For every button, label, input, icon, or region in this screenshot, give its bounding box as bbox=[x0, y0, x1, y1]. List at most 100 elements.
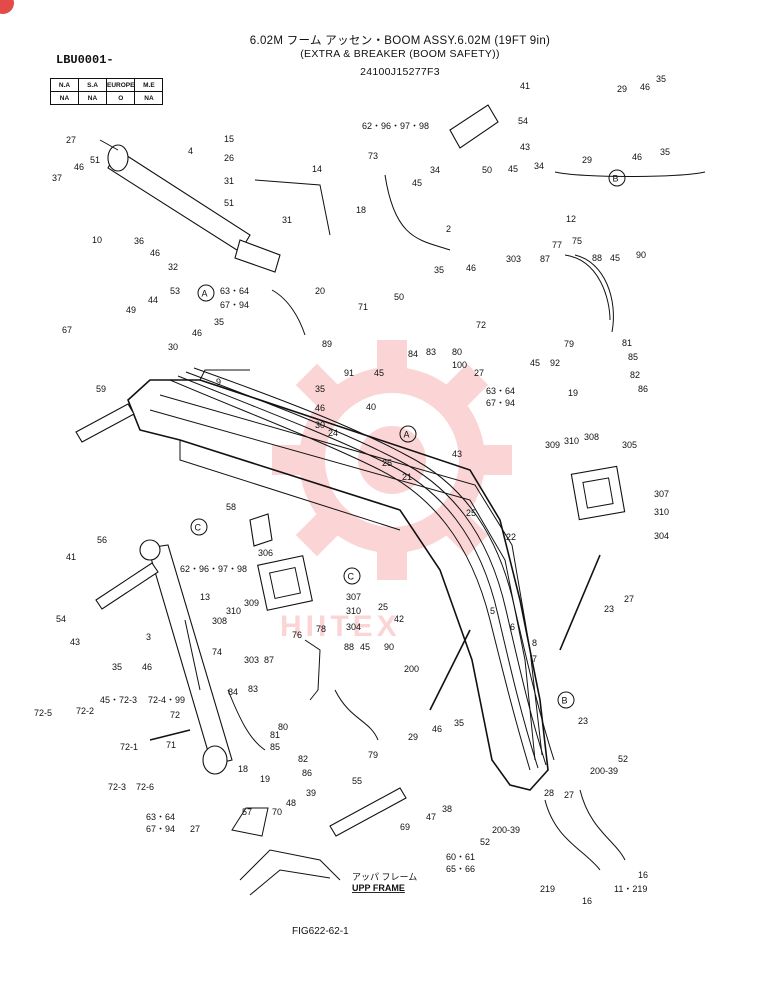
part-label-p2: 4 bbox=[188, 146, 193, 156]
part-label-p115: 88 bbox=[344, 642, 354, 652]
part-label-p124: 72-4・99 bbox=[148, 695, 185, 705]
part-label-p168: 28 bbox=[544, 788, 554, 798]
part-label-p19: 49 bbox=[126, 305, 136, 315]
part-label-p95: 56 bbox=[97, 535, 107, 545]
part-label-p149: 72-3 bbox=[108, 782, 126, 792]
part-label-p131: 71 bbox=[166, 740, 176, 750]
market-availability-table: N.A S.A EUROPE M.E NA NA O NA bbox=[50, 78, 164, 105]
part-label-p147: 52 bbox=[618, 754, 628, 764]
part-label-p40: 50 bbox=[482, 165, 492, 175]
part-label-p172: 16 bbox=[582, 896, 592, 906]
svg-text:C: C bbox=[348, 572, 355, 582]
part-label-p111: 13 bbox=[200, 592, 210, 602]
part-label-p123: 45・72-3 bbox=[100, 695, 137, 705]
part-label-p6: 14 bbox=[312, 164, 322, 174]
part-label-p137: 79 bbox=[368, 750, 378, 760]
svg-text:B: B bbox=[562, 696, 568, 706]
part-label-p86: 310 bbox=[564, 436, 579, 446]
part-label-p49: 29 bbox=[582, 155, 592, 165]
part-label-p157: 57 bbox=[242, 807, 252, 817]
part-label-p27: 59 bbox=[96, 384, 106, 394]
part-label-p156: 55 bbox=[352, 776, 362, 786]
part-label-p17: 53 bbox=[170, 286, 180, 296]
part-label-p155: 27 bbox=[190, 824, 200, 834]
part-label-p15: 32 bbox=[168, 262, 178, 272]
part-label-p78: 92 bbox=[550, 358, 560, 368]
part-label-p9: 37 bbox=[52, 173, 62, 183]
part-label-p35: 62・96・97・98 bbox=[362, 121, 429, 131]
part-label-p132: 80 bbox=[278, 722, 288, 732]
part-label-p107: 23 bbox=[604, 604, 614, 614]
part-label-p139: 5 bbox=[490, 606, 495, 616]
part-label-p138: 200 bbox=[404, 664, 419, 674]
part-label-p39: 34 bbox=[430, 165, 440, 175]
part-label-p140: 6 bbox=[510, 622, 515, 632]
part-label-p170: 16 bbox=[638, 870, 648, 880]
part-label-p72: 86 bbox=[638, 384, 648, 394]
part-label-p93: 25 bbox=[466, 508, 476, 518]
upper-frame-label: UPP FRAME bbox=[352, 883, 405, 893]
part-label-p121: 35 bbox=[112, 662, 122, 672]
part-label-p54: 88 bbox=[592, 253, 602, 263]
part-label-p99: 307 bbox=[346, 592, 361, 602]
part-label-p30: 30 bbox=[315, 420, 325, 430]
part-label-p83: 21 bbox=[402, 472, 412, 482]
part-label-p3: 15 bbox=[224, 134, 234, 144]
hose-assemblies bbox=[227, 174, 626, 871]
part-label-p33: 41 bbox=[520, 81, 530, 91]
part-label-p133: 81 bbox=[270, 730, 280, 740]
part-label-p45: 12 bbox=[566, 214, 576, 224]
part-label-p136: 86 bbox=[302, 768, 312, 778]
part-label-p91: 304 bbox=[654, 531, 669, 541]
callout-circle-b-mid: B bbox=[557, 691, 575, 709]
watermark-text: HIITEX bbox=[280, 610, 401, 643]
part-label-p119: 87 bbox=[264, 655, 274, 665]
part-label-p130: 72-1 bbox=[120, 742, 138, 752]
part-label-p58: 46 bbox=[466, 263, 476, 273]
part-label-p169: 27 bbox=[564, 790, 574, 800]
part-label-p8: 31 bbox=[282, 215, 292, 225]
part-label-p116: 45 bbox=[360, 642, 370, 652]
market-value-me: NA bbox=[134, 91, 164, 105]
part-label-p82: 25 bbox=[382, 458, 392, 468]
part-label-p151: 18 bbox=[238, 764, 248, 774]
part-label-p14: 46 bbox=[150, 248, 160, 258]
part-label-p7: 51 bbox=[224, 198, 234, 208]
pins bbox=[75, 104, 499, 837]
part-label-p37: 73 bbox=[368, 151, 378, 161]
part-label-p146: 23 bbox=[578, 716, 588, 726]
part-label-p87: 308 bbox=[584, 432, 599, 442]
part-label-p112: 3 bbox=[146, 632, 151, 642]
part-label-p77: 45 bbox=[530, 358, 540, 368]
valve-blocks bbox=[257, 465, 626, 611]
part-label-p60: 87 bbox=[540, 254, 550, 264]
part-label-p4: 26 bbox=[224, 153, 234, 163]
part-label-p161: 69 bbox=[400, 822, 410, 832]
part-label-p42: 34 bbox=[534, 161, 544, 171]
part-label-p5: 31 bbox=[224, 176, 234, 186]
part-label-p108: 27 bbox=[624, 594, 634, 604]
part-label-p61: 50 bbox=[394, 292, 404, 302]
callout-circle-c-left: C bbox=[190, 518, 208, 536]
part-label-p21: 67・94 bbox=[220, 300, 249, 310]
part-label-p165: 65・66 bbox=[446, 864, 475, 874]
part-label-p51: 35 bbox=[660, 147, 670, 157]
part-label-p143: 29 bbox=[408, 732, 418, 742]
part-label-p1: 27 bbox=[66, 135, 76, 145]
upper-frame bbox=[231, 807, 341, 896]
part-label-p38: 45 bbox=[412, 178, 422, 188]
part-label-p59: 303 bbox=[506, 254, 521, 264]
part-label-p43: 18 bbox=[356, 205, 366, 215]
part-label-p100: 310 bbox=[346, 606, 361, 616]
part-label-p105: 25 bbox=[378, 602, 388, 612]
corner-badge bbox=[0, 0, 14, 14]
part-label-p160: 39 bbox=[306, 788, 316, 798]
part-label-p52: 77 bbox=[552, 240, 562, 250]
model-code: LBU0001- bbox=[56, 53, 114, 67]
part-label-p98: 306 bbox=[258, 548, 273, 558]
part-label-p129: 72 bbox=[170, 710, 180, 720]
part-label-p135: 82 bbox=[298, 754, 308, 764]
part-label-p106: 42 bbox=[394, 614, 404, 624]
part-label-p62: 71 bbox=[358, 302, 368, 312]
